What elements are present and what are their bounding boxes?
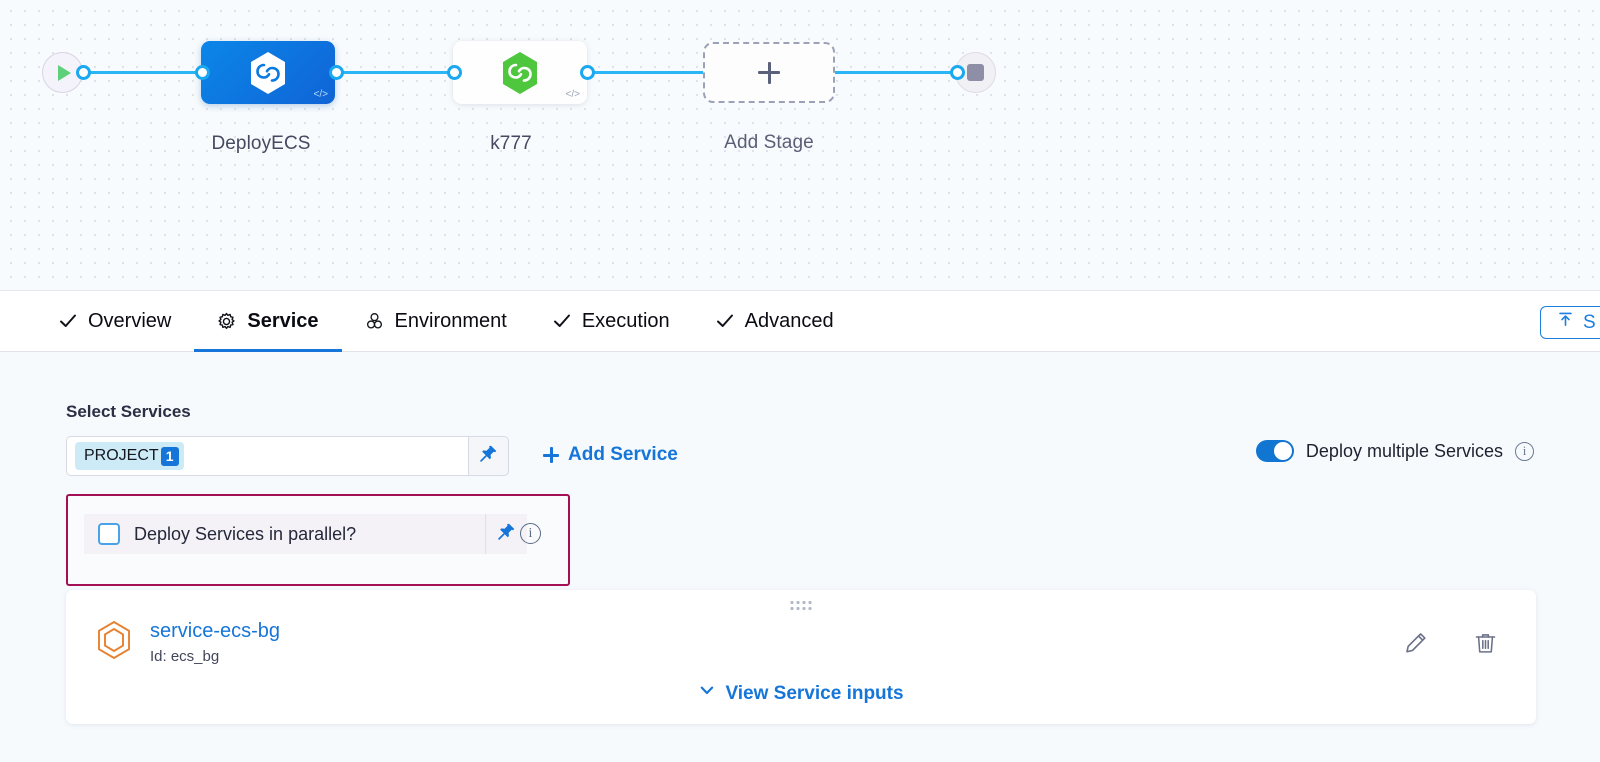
deploy-multiple-services-row: Deploy multiple Services i [1255, 440, 1534, 462]
tab-label-environment: Environment [394, 309, 507, 332]
code-badge-icon: </> [313, 89, 328, 100]
code-badge-icon: </> [565, 89, 580, 100]
service-chip-label: PROJECT [84, 447, 159, 464]
add-stage-button[interactable] [703, 42, 835, 103]
select-services-label: Select Services [66, 402, 191, 421]
stage-node-deployecs[interactable]: </> [201, 41, 335, 104]
deploy-multiple-services-label: Deploy multiple Services [1305, 440, 1503, 461]
pipeline-stage-row: </> DeployECS </> k777 Add Stage [0, 0, 1600, 200]
edge-start-to-deployecs [77, 71, 207, 74]
port-deployecs-out[interactable] [329, 65, 344, 80]
deploy-parallel-row: Deploy Services in parallel? [84, 514, 527, 554]
edge-addstage-to-end [828, 71, 963, 74]
deploy-parallel-field[interactable]: Deploy Services in parallel? [84, 514, 486, 554]
harness-hexagon-icon [503, 51, 537, 94]
upload-icon [1557, 311, 1574, 334]
stage-node-k777[interactable]: </> [453, 41, 587, 104]
harness-hexagon-icon [251, 51, 285, 94]
deploy-parallel-label: Deploy Services in parallel? [134, 523, 357, 544]
plus-icon [543, 447, 559, 463]
gear-icon [217, 312, 236, 331]
port-deployecs-in[interactable] [195, 65, 210, 80]
service-tab-panel: Select Services PROJECT 1 Add Service [0, 352, 1600, 762]
check-icon [553, 312, 571, 330]
service-card-actions [1403, 630, 1498, 656]
port-k777-in[interactable] [447, 65, 462, 80]
drag-handle-icon[interactable] [790, 601, 812, 610]
trash-icon[interactable] [1473, 631, 1498, 656]
tab-overview[interactable]: Overview [36, 291, 194, 351]
check-icon [59, 312, 77, 330]
port-end-in[interactable] [950, 65, 965, 80]
save-button[interactable]: S [1540, 306, 1600, 339]
pencil-icon[interactable] [1403, 630, 1429, 656]
edge-k777-to-addstage [582, 71, 710, 74]
tab-label-execution: Execution [581, 309, 670, 332]
service-identity: service-ecs-bg Id: ecs_bg [96, 620, 280, 665]
tab-environment[interactable]: Environment [342, 291, 530, 351]
pin-icon [479, 444, 498, 468]
service-chip-project[interactable]: PROJECT 1 [75, 442, 184, 470]
pin-services-button[interactable] [468, 436, 509, 476]
info-icon[interactable]: i [1515, 441, 1534, 461]
service-name-link[interactable]: service-ecs-bg [150, 620, 281, 642]
select-services-field[interactable]: PROJECT 1 [66, 436, 509, 476]
view-service-inputs-button[interactable]: View Service inputs [698, 682, 904, 705]
pin-icon [497, 522, 516, 546]
save-button-label: S [1583, 311, 1596, 333]
deploy-multiple-services-toggle[interactable] [1255, 440, 1294, 462]
deploy-parallel-highlight: Deploy Services in parallel? i [66, 494, 570, 586]
pipeline-canvas[interactable]: </> DeployECS </> k777 Add Stage [0, 0, 1600, 291]
check-icon [716, 312, 734, 330]
add-service-button[interactable]: Add Service [543, 444, 678, 466]
edge-deployecs-to-k777 [330, 71, 460, 74]
service-id-text: Id: ecs_bg [150, 648, 220, 665]
tab-label-overview: Overview [88, 309, 172, 332]
tab-service[interactable]: Service [194, 291, 342, 352]
chevron-down-icon [698, 682, 715, 705]
deploy-parallel-checkbox[interactable] [98, 523, 120, 545]
stage-label-k777: k777 [490, 133, 532, 154]
service-card: service-ecs-bg Id: ecs_bg View Service i… [66, 590, 1536, 724]
tab-execution[interactable]: Execution [530, 291, 693, 351]
tab-label-advanced: Advanced [744, 309, 834, 332]
tab-advanced[interactable]: Advanced [693, 291, 857, 351]
services-input[interactable]: PROJECT 1 [66, 436, 468, 476]
service-chip-count: 1 [160, 446, 179, 466]
port-start-out[interactable] [76, 65, 91, 80]
tab-label-service: Service [247, 309, 319, 332]
service-hexagon-icon [96, 620, 132, 665]
plus-icon [758, 61, 780, 84]
add-stage-label: Add Stage [724, 132, 814, 153]
play-icon [57, 64, 71, 81]
info-icon[interactable]: i [520, 523, 541, 544]
stop-icon [967, 64, 984, 81]
port-k777-out[interactable] [580, 65, 595, 80]
add-service-label: Add Service [568, 444, 678, 465]
environment-icon [365, 312, 384, 331]
stage-tab-bar: Overview Service Environment Exec [0, 291, 1600, 352]
view-service-inputs-label: View Service inputs [725, 682, 904, 704]
stage-label-deployecs: DeployECS [211, 133, 311, 154]
